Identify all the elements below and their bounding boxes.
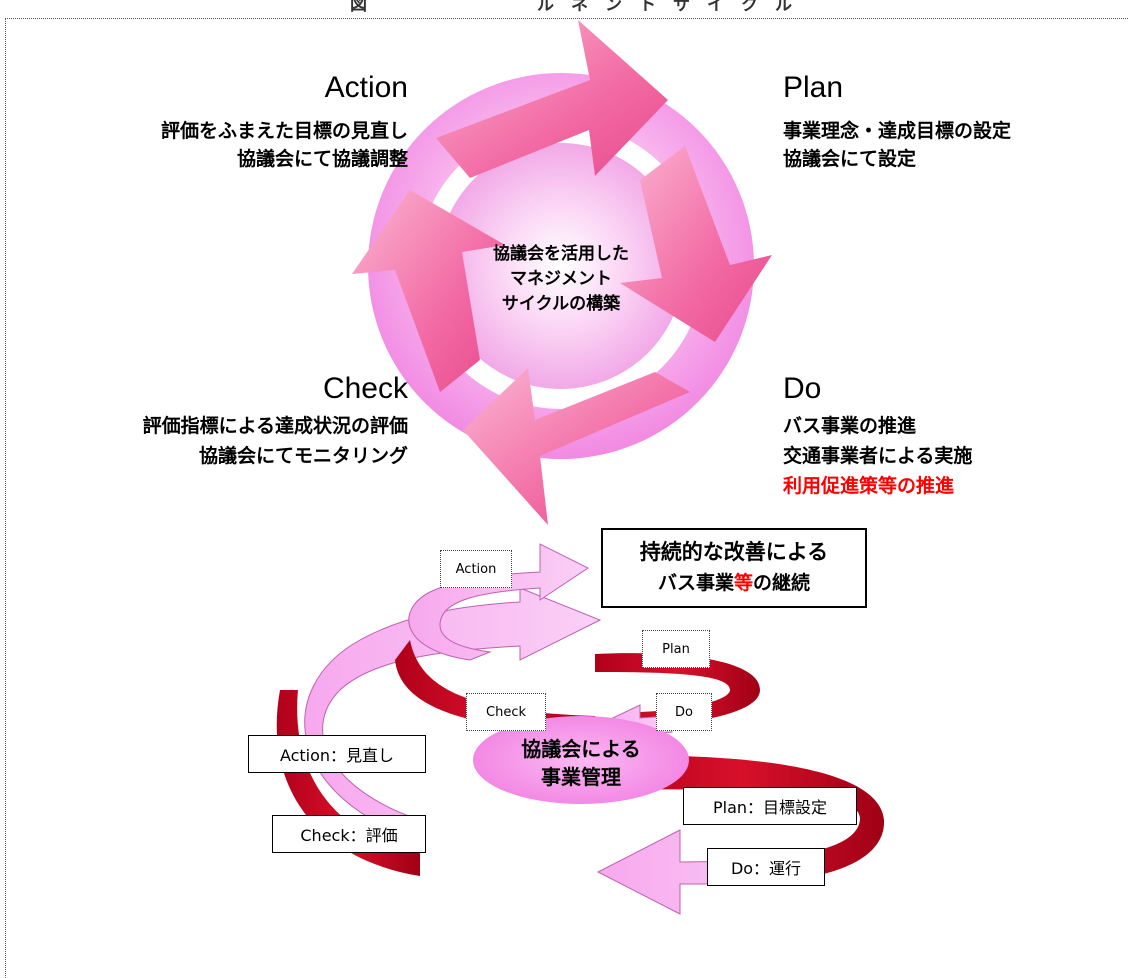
spiral-small-do-label: Do <box>656 693 712 731</box>
spiral-small-action-label: Action <box>440 550 512 588</box>
cycle-arrow-left <box>352 190 505 392</box>
result-line-2-highlight: 等 <box>733 572 753 594</box>
cycle-center-disc <box>438 143 684 389</box>
check-line-1: 評価指標による達成状況の評価 <box>142 415 408 437</box>
council-line-2: 事業管理 <box>541 765 621 789</box>
council-ellipse <box>473 716 689 804</box>
do-line-2: 交通事業者による実施 <box>783 445 973 467</box>
spiral-inner-ribbon <box>595 653 760 726</box>
spiral-large-action-label: Action：見直し <box>248 735 426 773</box>
figure-caption-fragment: 図 ル ネ ン ト サ イ ク ル <box>350 0 792 15</box>
figure-frame <box>5 18 1129 978</box>
plan-heading: Plan <box>783 71 844 104</box>
action-line-2: 協議会にて協議調整 <box>236 148 408 170</box>
cycle-arrow-right <box>620 146 772 342</box>
result-line-1: 持続的な改善による <box>639 540 829 564</box>
do-highlight-line: 利用促進策等の推進 <box>783 475 955 497</box>
plan-line-2: 協議会にて設定 <box>783 148 917 170</box>
check-heading: Check <box>322 372 408 405</box>
center-line-3: サイクルの構築 <box>501 294 621 314</box>
cycle-arrow-bottom <box>463 368 690 525</box>
center-line-1: 協議会を活用した <box>493 244 629 264</box>
spiral-large-do-label: Do：運行 <box>707 848 825 886</box>
spiral-inner-rise <box>408 543 589 661</box>
spiral-small-check-label: Check <box>466 693 546 731</box>
cycle-arrow-top <box>436 20 668 178</box>
action-heading: Action <box>324 71 408 104</box>
action-line-1: 評価をふまえた目標の見直し <box>160 120 408 142</box>
result-line-2-c: の継続 <box>753 572 811 594</box>
do-line-1: バス事業の推進 <box>783 415 917 437</box>
result-line-2: バス事業等の継続 <box>658 568 810 599</box>
spiral-large-plan-label: Plan：目標設定 <box>683 787 857 825</box>
check-line-2: 協議会にてモニタリング <box>198 445 408 467</box>
plan-line-1: 事業理念・達成目標の設定 <box>783 120 1012 142</box>
spiral-small-plan-label: Plan <box>642 630 710 668</box>
council-line-1: 協議会による <box>521 737 641 761</box>
result-box: 持続的な改善による バス事業等の継続 <box>601 528 867 608</box>
center-line-2: マネジメント <box>510 269 612 289</box>
do-heading: Do <box>783 372 822 405</box>
result-line-2-a: バス事業 <box>657 572 734 594</box>
spiral-inner-ribbon-back <box>395 640 595 732</box>
spiral-large-check-label: Check：評価 <box>272 815 426 853</box>
